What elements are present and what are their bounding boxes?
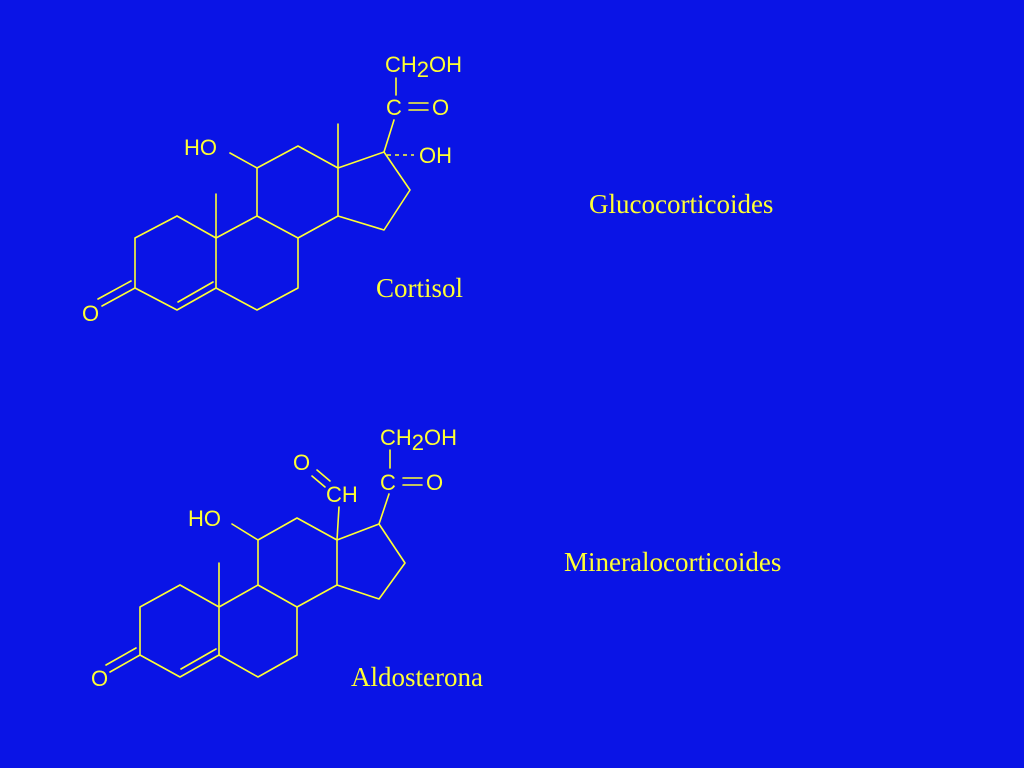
cortisol-structure: CH2OH C O HO OH O Cortisol [82,52,463,326]
cortisol-carbonyl-c-label: C [386,95,402,120]
ketone-bond-second [105,647,137,666]
ring-a [134,215,217,311]
c4-c5-double-bond [177,281,214,303]
ring-b [215,215,299,311]
aldosterona-aldehyde-o-label: O [293,450,310,475]
aldosterona-aldehyde-ch-label: CH [326,482,358,507]
ketone-bond [109,654,141,673]
cortisol-ketone-o-label: O [82,301,99,326]
aldosterona-ho-label: HO [188,506,221,531]
mineralocorticoides-label: Mineralocorticoides [564,547,781,577]
cortisol-ho-label: HO [184,135,217,160]
ketone-bond-second [97,280,132,300]
cortisol-oh17-label: OH [419,143,452,168]
c4-c5-double-bond [180,648,217,670]
ring-c [256,145,339,239]
ketone-bond [101,287,136,307]
aldehyde-double-left [311,475,326,488]
c17-c20-bond [383,119,395,153]
cortisol-ch2oh-label: CH2OH [385,52,462,82]
ring-b [218,584,298,678]
aldehyde-double-right [316,469,331,482]
aldosterona-structure: CH2OH C O O CH HO O Aldosterona [91,425,483,692]
ring-a [139,584,220,678]
ring-c [257,517,338,608]
c17-c20-bond [378,493,390,525]
ring-d [336,523,406,600]
cortisol-carbonyl-o-label: O [432,95,449,120]
c11-oh-bond [231,523,259,541]
aldosterona-ch2oh-label: CH2OH [380,425,457,455]
aldosterona-carbonyl-c-label: C [380,470,396,495]
aldosterona-name: Aldosterona [351,662,483,692]
glucocorticoides-label: Glucocorticoides [589,189,773,219]
c11-oh-bond [229,152,258,169]
ring-d [337,151,411,231]
aldosterona-carbonyl-o-label: O [426,470,443,495]
aldosterona-ketone-o-label: O [91,666,108,691]
c13-c18-bond [336,506,340,541]
cortisol-name: Cortisol [376,273,463,303]
